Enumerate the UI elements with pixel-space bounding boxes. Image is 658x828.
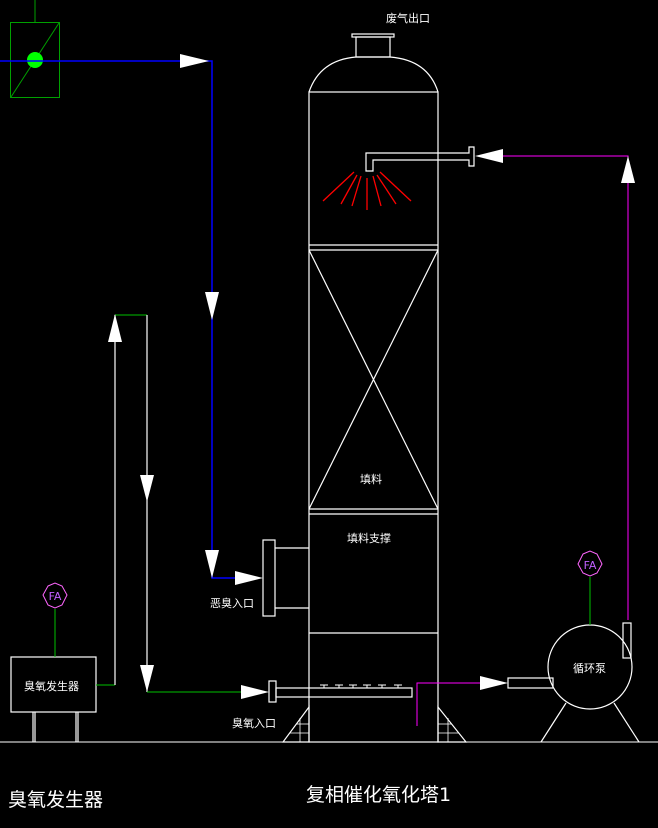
caption-tower: 复相催化氧化塔1 bbox=[306, 784, 451, 806]
spray-nozzle bbox=[322, 146, 475, 210]
odor-inlet-flange bbox=[262, 539, 309, 617]
odor-gas-line bbox=[0, 54, 263, 585]
odor-inlet-label: 恶臭入口 bbox=[210, 596, 254, 610]
oxidation-tower bbox=[281, 33, 468, 743]
ozone-line bbox=[96, 314, 269, 699]
ozone-generator: FA bbox=[10, 582, 97, 742]
flow-alarm-label: FA bbox=[49, 590, 62, 603]
packing-label: 填料 bbox=[360, 472, 382, 486]
circulation-pump: FA bbox=[507, 550, 640, 743]
ozone-generator-label: 臭氧发生器 bbox=[24, 679, 79, 693]
packing-support-label: 填料支撑 bbox=[347, 531, 391, 545]
ozone-inlet-label: 臭氧入口 bbox=[232, 716, 276, 730]
flow-alarm-label: FA bbox=[584, 559, 597, 572]
recirculation-line bbox=[416, 149, 635, 726]
ozone-distributor-pipe bbox=[268, 680, 413, 703]
exhaust-outlet-label: 废气出口 bbox=[386, 11, 430, 25]
caption-ozone-generator: 臭氧发生器 bbox=[8, 789, 103, 811]
circulation-pump-label: 循环泵 bbox=[573, 662, 606, 675]
fan-icon bbox=[10, 0, 60, 98]
